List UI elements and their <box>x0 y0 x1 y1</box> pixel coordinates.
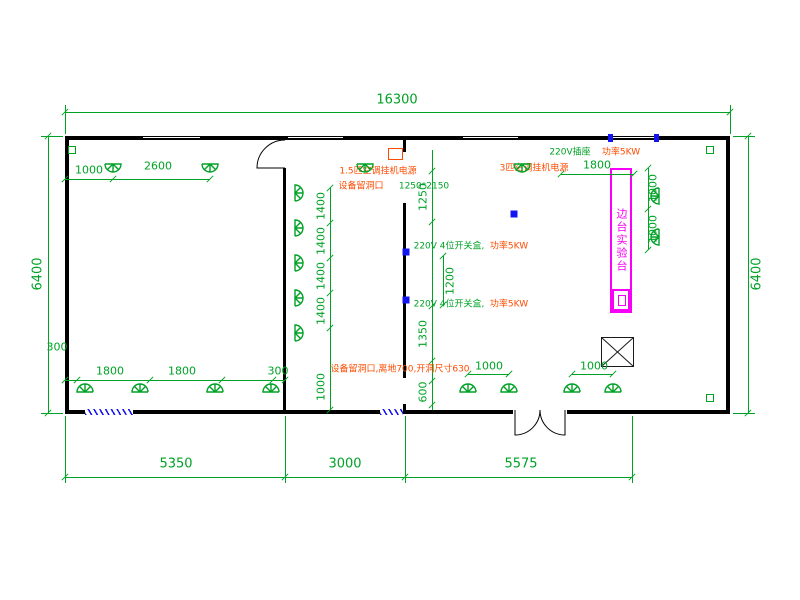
note-switchbox-1-power: 功率5KW <box>489 241 529 252</box>
ceiling-lamp-icon <box>563 383 581 396</box>
switch-icon <box>706 146 714 154</box>
opening-hatch <box>85 409 133 415</box>
dimension-line <box>405 416 406 483</box>
ceiling-lamp-icon <box>291 219 304 237</box>
dim-label: 1800 <box>168 364 196 378</box>
dim-label: 2600 <box>144 159 172 173</box>
switch-icon <box>68 146 76 154</box>
dimension-line <box>733 413 755 414</box>
ceiling-lamp-icon <box>262 383 280 396</box>
dimension-line <box>432 150 433 410</box>
opening-hatch <box>380 409 403 415</box>
dimension-line <box>65 105 66 134</box>
dim-overall-right: 6400 <box>749 257 765 291</box>
side-lab-bench: 边台实验台 <box>610 168 632 313</box>
dim-label: 1200 <box>443 267 457 295</box>
dim-label: 1800 <box>96 364 124 378</box>
dim-label: 1400 <box>314 262 328 290</box>
dim-overall-top: 16300 <box>376 92 418 108</box>
ceiling-lamp-icon <box>459 383 477 396</box>
ceiling-lamp-icon <box>604 383 622 396</box>
dim-label: 1000 <box>314 373 328 401</box>
power-socket-icon <box>402 296 410 304</box>
ceiling-lamp-icon <box>356 160 374 173</box>
ceiling-lamp-icon <box>131 383 149 396</box>
ceiling-lamp-icon <box>500 383 518 396</box>
switch-icon <box>706 394 714 402</box>
dimension-line <box>330 188 331 410</box>
ceiling-lamp-icon <box>104 160 122 173</box>
dimension-line <box>443 256 444 305</box>
power-socket-icon <box>402 248 410 256</box>
dimension-line <box>41 136 63 137</box>
ceiling-lamp-icon <box>291 324 304 342</box>
dim-label: 600 <box>416 381 430 403</box>
dim-label: 1400 <box>314 297 328 325</box>
note-ac-3hp: 3匹空调挂机电源 <box>499 163 569 174</box>
dimension-line <box>733 136 755 137</box>
note-switchbox-2-power: 功率5KW <box>489 299 529 310</box>
partition-wall-left <box>283 168 286 410</box>
bench-label: 边台实验台 <box>615 208 628 273</box>
partition-wall-right-middle <box>403 203 406 378</box>
dim-label: 1000 <box>475 359 503 373</box>
dim-bottom-1: 5350 <box>159 456 193 472</box>
note-equip-hole-top: 设备留洞口 <box>338 181 384 192</box>
dimension-line <box>65 416 66 483</box>
note-socket: 220V插座 <box>549 147 591 158</box>
window-frame-mark <box>608 134 613 142</box>
dimension-line <box>748 136 749 413</box>
ac-unit-symbol <box>388 148 403 160</box>
note-socket-power: 功率5KW <box>601 147 641 158</box>
dim-label: 1350 <box>416 320 430 348</box>
dim-label: 1400 <box>314 227 328 255</box>
ceiling-lamp-icon <box>291 184 304 202</box>
window <box>463 136 518 140</box>
dimension-line <box>48 136 49 413</box>
note-ac-1-5hp: 1.5匹空调挂机电源 <box>339 166 417 177</box>
ceiling-lamp-icon <box>513 160 531 173</box>
window <box>612 136 658 140</box>
ceiling-lamp-icon <box>201 160 219 173</box>
dimension-line <box>41 413 63 414</box>
dim-label: 1000 <box>75 163 103 177</box>
ceiling-lamp-icon <box>76 383 94 396</box>
ceiling-lamp-icon <box>650 228 663 246</box>
dimension-line <box>468 374 509 375</box>
note-switchbox-2: 220V 4位开关盒, <box>413 299 485 310</box>
door-opening <box>513 409 567 415</box>
dimension-line <box>572 374 613 375</box>
ceiling-lamp-icon <box>291 289 304 307</box>
dimension-line <box>285 416 286 483</box>
dimension-line <box>65 380 285 381</box>
dimension-line <box>65 477 632 478</box>
ceiling-lamp-icon <box>291 254 304 272</box>
dimension-line <box>65 179 210 180</box>
power-socket-icon <box>510 210 518 218</box>
partition-wall-right-lower <box>403 404 406 410</box>
dim-label: 1400 <box>314 192 328 220</box>
ceiling-lamp-icon <box>206 383 224 396</box>
dimension-line <box>730 105 731 134</box>
note-equip-hole-bottom: 设备留洞口,离地700,开洞尺寸630 <box>330 364 470 375</box>
dimension-line <box>561 174 634 175</box>
partition-wall-right-upper <box>403 140 406 152</box>
dim-overall-left: 6400 <box>30 257 46 291</box>
dim-bottom-2: 3000 <box>328 456 362 472</box>
dim-label: 1800 <box>583 158 611 172</box>
sink-basin <box>618 295 626 306</box>
window-frame-mark <box>654 134 659 142</box>
window <box>143 136 200 140</box>
dim-label: 300 <box>46 340 68 354</box>
dim-label: 1000 <box>580 359 608 373</box>
bench-sink <box>612 289 630 311</box>
note-switchbox-1: 220V 4位开关盒, <box>413 241 485 252</box>
window <box>288 136 343 140</box>
dimension-line <box>632 416 633 483</box>
note-equip-hole-top-size: 1250*2150 <box>398 181 450 192</box>
dim-bottom-3: 5575 <box>504 456 538 472</box>
dim-label: 300 <box>267 364 289 378</box>
dimension-line <box>65 112 730 113</box>
ceiling-lamp-icon <box>650 187 663 205</box>
